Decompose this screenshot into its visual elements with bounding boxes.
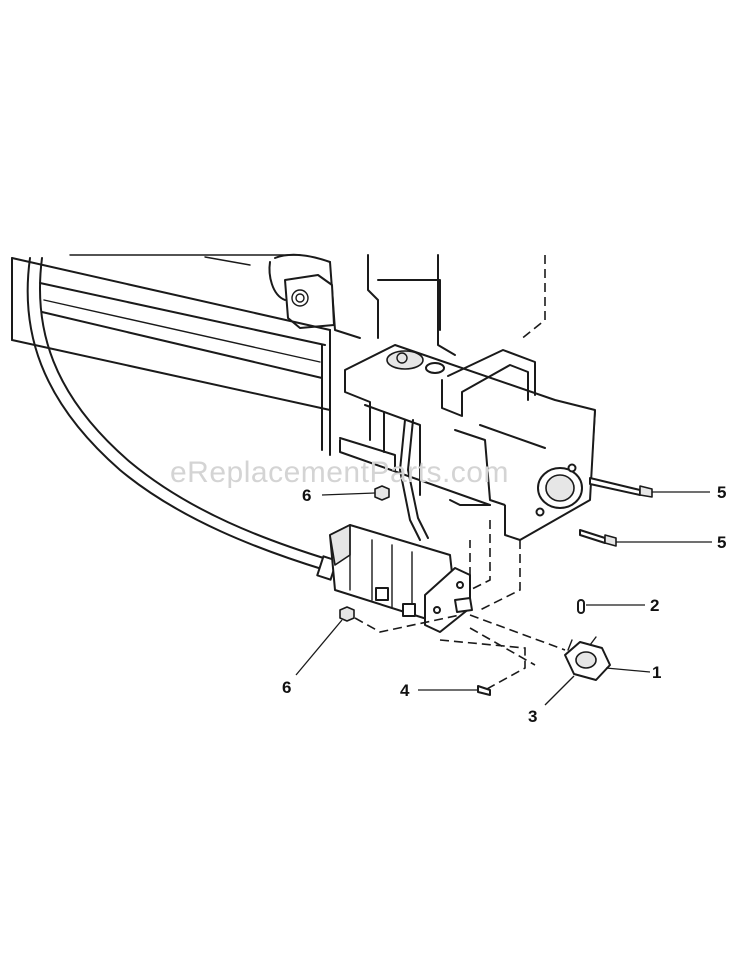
callout-1: 1 — [652, 663, 661, 682]
hydraulic-hose — [26, 257, 338, 581]
engine-frame-outline — [69, 253, 546, 356]
pump-mount-bracket — [339, 344, 596, 611]
leader-lines — [295, 491, 712, 706]
callout-5-upper: 5 — [717, 483, 726, 502]
mounting-bolt-upper — [589, 477, 653, 498]
callout-4: 4 — [400, 681, 410, 700]
watermark-text: eReplacementParts.com — [170, 456, 509, 489]
callout-6-lower: 6 — [282, 678, 291, 697]
coupler — [564, 636, 611, 681]
hex-nut-upper — [374, 485, 390, 501]
mounting-bolt-lower — [579, 529, 617, 547]
coupler-key — [577, 599, 585, 614]
beam — [11, 257, 331, 456]
callout-2: 2 — [650, 596, 659, 615]
callout-5-lower: 5 — [717, 533, 726, 552]
hex-nut-lower — [339, 606, 355, 622]
callout-3: 3 — [528, 707, 537, 726]
hydraulic-pump — [329, 419, 566, 691]
callout-6-upper: 6 — [302, 486, 311, 505]
